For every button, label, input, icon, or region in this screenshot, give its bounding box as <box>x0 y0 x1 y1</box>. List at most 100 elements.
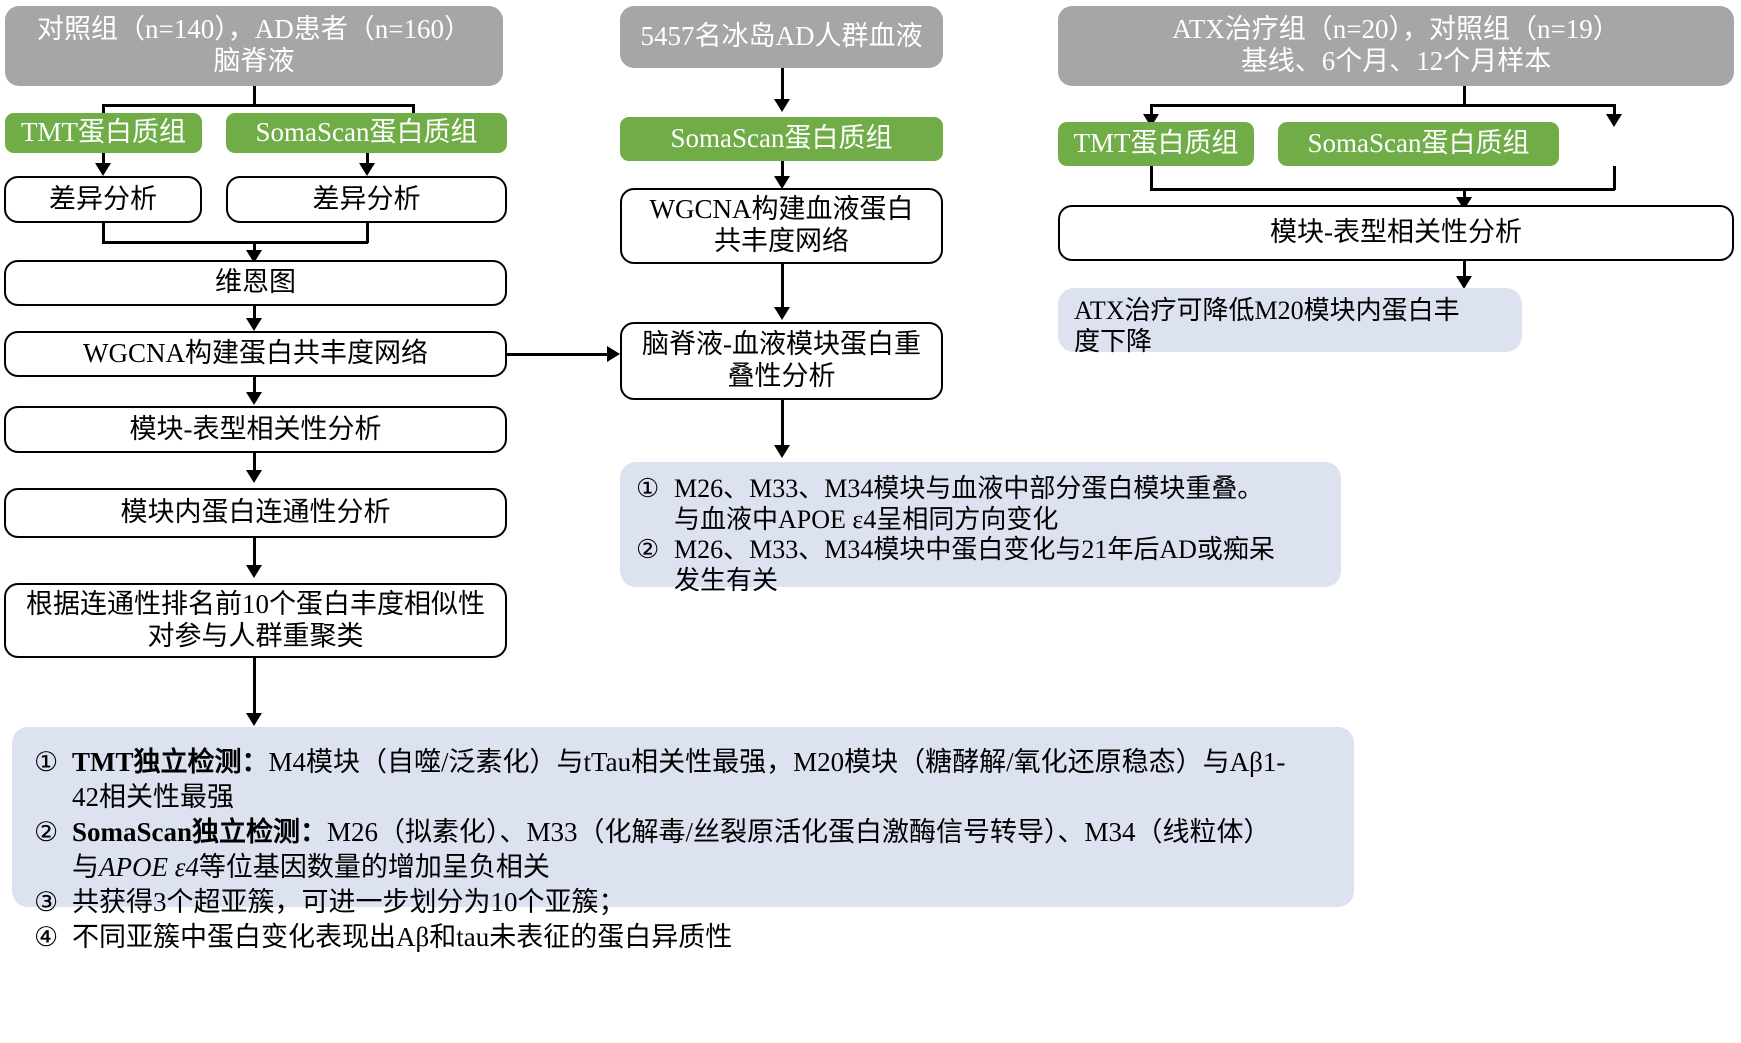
connector-right-source-stem <box>1463 86 1466 105</box>
connector-left-to-tmt <box>102 104 105 118</box>
summary-item-1-lead: TMT独立检测： <box>72 747 269 777</box>
arrow-tmt-to-diff <box>95 163 111 176</box>
arrow-somascan-to-diff <box>359 163 375 176</box>
left-source-box: 对照组（n=140），AD患者（n=160） 脑脊液 <box>5 6 503 86</box>
connector-right-source-bar <box>1150 104 1615 107</box>
connector-right-somascan-down <box>1613 166 1616 190</box>
connector-right-merge-bar <box>1150 188 1615 191</box>
connector-left-source-bar <box>103 104 413 107</box>
summary-item-2-lead: SomaScan独立检测： <box>72 817 328 848</box>
left-source-line2: 脑脊液 <box>213 46 295 76</box>
middle-overlap-line2: 叠性分析 <box>727 361 836 391</box>
middle-wgcna-box: WGCNA构建血液蛋白 共丰度网络 <box>620 188 943 264</box>
right-source-box: ATX治疗组（n=20），对照组（n=19） 基线、6个月、12个月样本 <box>1058 6 1734 86</box>
middle-overlap-box: 脑脊液-血液模块蛋白重 叠性分析 <box>620 322 943 400</box>
left-venn-box: 维恩图 <box>4 260 507 306</box>
middle-assay-somascan: SomaScan蛋白质组 <box>620 117 943 161</box>
connector-right-to-somascan <box>1613 104 1616 118</box>
middle-finding-1-text2: 与血液中APOE ε4呈相同方向变化 <box>674 504 1059 534</box>
right-assay-tmt: TMT蛋白质组 <box>1058 122 1254 166</box>
summary-item-2-pre: 与 <box>72 852 99 883</box>
bottom-summary-box: ① TMT独立检测：M4模块（自噬/泛素化）与tTau相关性最强，M20模块（糖酵… <box>12 727 1354 952</box>
middle-finding-2-text2: 发生有关 <box>674 566 779 596</box>
middle-overlap-line1: 脑脊液-血液模块蛋白重 <box>642 329 921 360</box>
summary-item-1-marker: ① <box>34 747 59 777</box>
connector-middle-source-to-assay <box>781 68 784 102</box>
summary-item-2-rest: M26（拟素化）、M33（化解毒/丝裂原活化蛋白激酶信号转导）、M34（线粒体） <box>327 817 1271 848</box>
left-module-pheno-box: 模块-表型相关性分析 <box>4 406 507 453</box>
left-assay-somascan-label: SomaScan蛋白质组 <box>255 117 478 148</box>
connector-tmt-to-diff <box>102 153 105 167</box>
connector-middle-overlap-to-findings <box>781 400 784 448</box>
left-recluster-line2: 对参与人群重聚类 <box>147 620 364 651</box>
connector-left-to-middle-overlap <box>507 353 607 356</box>
middle-finding-1-line2: 与血液中APOE ε4呈相同方向变化 <box>636 505 1325 536</box>
summary-item-2-line2: 与APOE ε4等位基因数量的增加呈负相关 <box>34 850 1334 885</box>
arrow-connectivity-to-recluster <box>246 565 262 578</box>
connector-right-module-to-conclusion <box>1463 261 1466 279</box>
connector-diff-somascan-down <box>366 223 369 243</box>
right-source-line2: 基线、6个月、12个月样本 <box>1240 46 1552 76</box>
connector-modulepheno-to-connectivity <box>253 453 256 473</box>
middle-source-box: 5457名冰岛AD人群血液 <box>620 6 943 68</box>
arrow-left-to-middle-overlap <box>607 346 620 362</box>
arrow-venn-to-wgcna <box>246 318 262 331</box>
summary-item-1-rest: M4模块（自噬/泛素化）与tTau相关性最强，M20模块（糖酵解/氧化还原稳态）… <box>268 747 1286 777</box>
arrow-modulepheno-to-connectivity <box>246 470 262 483</box>
arrow-middle-overlap-to-findings <box>774 445 790 458</box>
arrow-recluster-to-summary <box>246 713 262 726</box>
left-assay-tmt: TMT蛋白质组 <box>5 113 202 153</box>
connector-middle-wgcna-to-overlap <box>781 264 784 310</box>
summary-item-4-marker: ④ <box>34 922 59 953</box>
left-venn-label: 维恩图 <box>215 267 296 298</box>
connector-middle-assay-to-wgcna <box>781 161 784 179</box>
left-assay-somascan: SomaScan蛋白质组 <box>226 113 507 153</box>
arrow-right-module-to-conclusion <box>1456 276 1472 289</box>
arrow-wgcna-to-modulepheno <box>246 392 262 405</box>
summary-item-3-text: 共获得3个超亚簇，可进一步划分为10个亚簇； <box>72 887 626 918</box>
left-connectivity-box: 模块内蛋白连通性分析 <box>4 488 507 538</box>
arrow-merge-to-venn <box>246 250 262 263</box>
middle-finding-2-marker: ② <box>636 535 660 565</box>
summary-item-1-line1: ① TMT独立检测：M4模块（自噬/泛素化）与tTau相关性最强，M20模块（糖酵… <box>34 745 1334 780</box>
left-connectivity-label: 模块内蛋白连通性分析 <box>120 497 391 528</box>
connector-diff-merge-bar <box>102 241 368 244</box>
connector-venn-to-wgcna <box>253 306 256 322</box>
middle-finding-2-line2: 发生有关 <box>636 566 1325 597</box>
middle-source-label: 5457名冰岛AD人群血液 <box>640 21 923 52</box>
left-recluster-box: 根据连通性排名前10个蛋白丰度相似性 对参与人群重聚类 <box>4 583 507 658</box>
middle-finding-2-text1: M26、M33、M34模块中蛋白变化与21年后AD或痴呆 <box>674 535 1275 565</box>
left-wgcna-box: WGCNA构建蛋白共丰度网络 <box>4 331 507 377</box>
connector-somascan-to-diff <box>366 153 369 167</box>
summary-item-1-text2: 42相关性最强 <box>72 782 234 813</box>
right-conclusion-box: ATX治疗可降低M20模块内蛋白丰 度下降 <box>1058 288 1522 356</box>
right-assay-tmt-label: TMT蛋白质组 <box>1073 128 1239 159</box>
connector-recluster-to-summary <box>253 658 256 716</box>
right-source-line1: ATX治疗组（n=20），对照组（n=19） <box>1172 14 1620 45</box>
connector-right-to-tmt <box>1150 104 1153 118</box>
left-assay-tmt-label: TMT蛋白质组 <box>21 117 186 148</box>
right-conclusion-line2: 度下降 <box>1074 326 1153 356</box>
middle-finding-1-text1: M26、M33、M34模块与血液中部分蛋白模块重叠。 <box>674 474 1264 503</box>
middle-wgcna-line1: WGCNA构建血液蛋白 <box>649 194 914 225</box>
connector-merge-to-venn <box>253 241 256 254</box>
arrow-middle-source-to-assay <box>774 99 790 112</box>
connector-right-merge-to-module <box>1463 188 1466 201</box>
right-module-pheno-label: 模块-表型相关性分析 <box>1270 217 1522 248</box>
arrow-middle-assay-to-wgcna <box>774 176 790 189</box>
arrow-right-to-somascan <box>1606 114 1622 127</box>
right-assay-somascan: SomaScan蛋白质组 <box>1278 122 1559 166</box>
right-module-pheno-box: 模块-表型相关性分析 <box>1058 205 1734 261</box>
left-source-line1: 对照组（n=140），AD患者（n=160） <box>37 14 471 45</box>
connector-right-tmt-down <box>1150 166 1153 190</box>
connector-wgcna-to-modulepheno <box>253 377 256 395</box>
summary-item-2-post: 等位基因数量的增加呈负相关 <box>198 852 550 883</box>
arrow-middle-wgcna-to-overlap <box>774 307 790 320</box>
left-diff-tmt-label: 差异分析 <box>49 183 157 214</box>
connector-left-source-stem <box>253 86 256 105</box>
left-diff-somascan-box: 差异分析 <box>226 176 507 223</box>
summary-item-2-gene: APOE ε4 <box>99 852 199 883</box>
